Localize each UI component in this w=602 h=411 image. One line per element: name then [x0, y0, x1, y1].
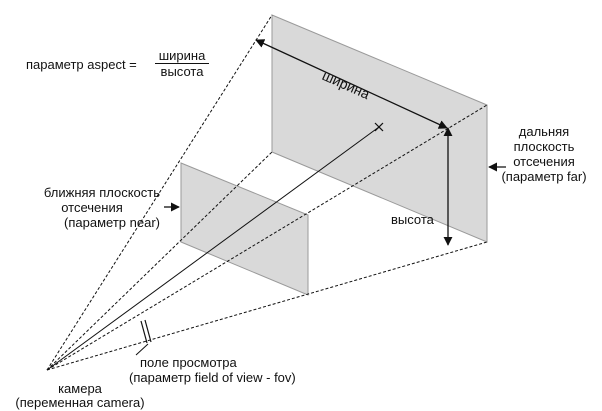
far-plane-label: дальняя плоскость отсечения (параметр fa…	[494, 124, 602, 184]
aspect-numerator: ширина	[158, 48, 206, 63]
width-arrow	[255, 39, 448, 129]
aspect-formula-label: параметр aspect =	[26, 57, 137, 72]
far-plane-label-line2: плоскость	[513, 139, 575, 154]
height-label: высота	[391, 212, 434, 227]
fov-leader	[135, 343, 149, 356]
aspect-fraction-bar	[155, 63, 209, 64]
fov-label-line2: (параметр field of view - fov)	[129, 370, 296, 385]
camera-label-line1: камера	[58, 381, 102, 396]
edge-bottom-right	[46, 241, 488, 371]
aspect-denominator: высота	[160, 64, 204, 79]
near-plane-label-line2: отсечения	[61, 200, 123, 215]
far-plane-label-line1: дальняя	[518, 124, 570, 139]
camera-label-line2: (переменная camera)	[15, 395, 145, 410]
far-plane	[271, 14, 488, 243]
edge-top-right	[46, 104, 488, 371]
center-line	[46, 126, 380, 371]
near-plane-label-line1: ближняя плоскость	[43, 185, 160, 200]
edge-bottom-left	[46, 151, 273, 371]
near-plane	[180, 162, 309, 296]
far-plane-label-line4: (параметр far)	[501, 169, 587, 184]
near-plane-label: ближняя плоскость отсечения (параметр ne…	[24, 185, 164, 230]
frustum-edges	[46, 14, 488, 371]
fov-marker	[140, 319, 152, 344]
fov-label-line1: поле просмотра	[140, 355, 237, 370]
far-plane-label-line3: отсечения	[513, 154, 575, 169]
near-plane-label-line3: (параметр near)	[64, 215, 160, 230]
edge-top-left	[46, 14, 273, 371]
